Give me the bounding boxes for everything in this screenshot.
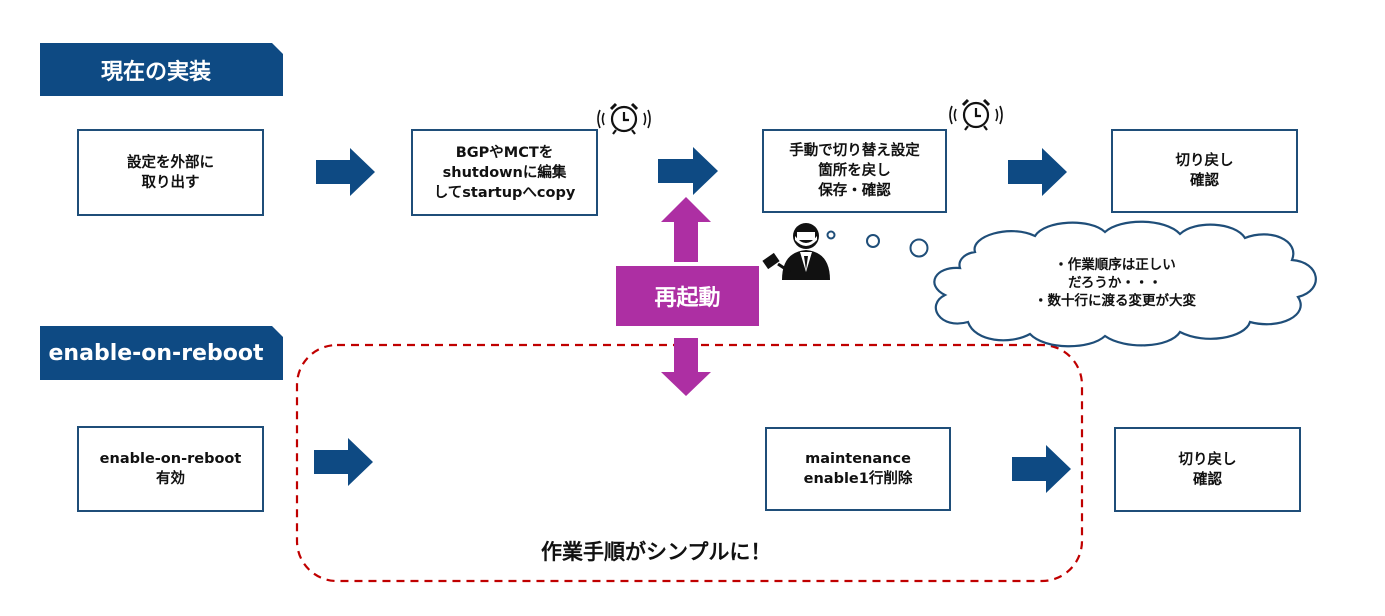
header-enable-on-reboot: enable-on-reboot [40, 326, 272, 380]
current-step-1-text: 設定を外部に 取り出す [127, 154, 214, 191]
person-icon [762, 223, 830, 280]
header-current-shape [40, 43, 283, 96]
thought-cloud-icon [933, 220, 1317, 348]
current-step-edit-shutdown: BGPやMCTを shutdownに編集 してstartupへcopy [411, 129, 598, 216]
restart-arrow-down [661, 338, 711, 396]
thought-dot-medium [866, 234, 880, 248]
header-current-label: 現在の実装 [100, 59, 211, 85]
header-current-implementation: 現在の実装 [40, 43, 272, 96]
simple-procedure-caption: 作業手順がシンプルに！ [541, 540, 772, 564]
current-step-rollback-confirm: 切り戻し 確認 [1111, 129, 1298, 213]
current-step-manual-restore: 手動で切り替え設定 箇所を戻し 保存・確認 [762, 129, 947, 213]
header-enable-shape [40, 326, 283, 380]
arrow-right-5 [1012, 445, 1071, 493]
enable-step-2-text: maintenance enable1行削除 [803, 451, 913, 487]
alarm-clock-icon [949, 98, 1003, 131]
enable-step-maintenance-delete: maintenance enable1行削除 [765, 427, 951, 511]
thought-dot-large [909, 238, 929, 258]
arrow-right-2 [658, 147, 718, 195]
current-step-extract-config: 設定を外部に 取り出す [77, 129, 264, 216]
arrow-right-4 [314, 438, 373, 486]
restart-box: 再起動 [616, 266, 759, 326]
enable-step-3-text: 切り戻し 確認 [1178, 451, 1237, 488]
enable-step-1-text: enable-on-reboot 有効 [99, 451, 242, 487]
enable-step-enable-on-reboot: enable-on-reboot 有効 [77, 426, 264, 512]
header-enable-label: enable-on-reboot [48, 340, 264, 366]
arrow-right-3 [1008, 148, 1067, 196]
arrow-right-1 [316, 148, 375, 196]
current-step-3-text: 手動で切り替え設定 箇所を戻し 保存・確認 [789, 143, 920, 199]
restart-arrow-up [661, 197, 711, 262]
restart-label: 再起動 [654, 286, 721, 311]
thought-cloud-text: ・作業順序は正しい だろうか・・・ ・数十行に渡る変更が大変 [1034, 257, 1196, 309]
enable-step-rollback-confirm: 切り戻し 確認 [1114, 427, 1301, 512]
alarm-clock-icon [597, 102, 651, 135]
current-step-4-text: 切り戻し 確認 [1175, 153, 1234, 189]
thought-dot-small [826, 230, 836, 240]
current-step-2-text: BGPやMCTを shutdownに編集 してstartupへcopy [433, 144, 576, 201]
